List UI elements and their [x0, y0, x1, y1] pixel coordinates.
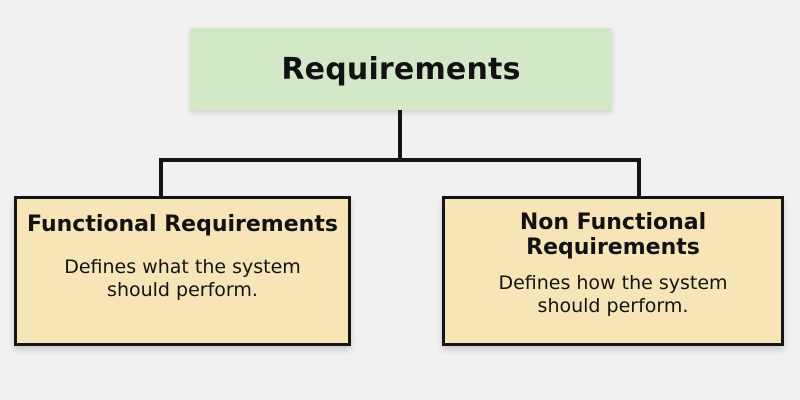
node-functional-requirements-title: Functional Requirements — [27, 212, 338, 237]
node-non-functional-requirements-description: Defines how the system should perform. — [498, 272, 728, 318]
connector-drop-functional — [159, 158, 163, 198]
node-non-functional-requirements[interactable]: Non Functional Requirements Defines how … — [442, 196, 784, 346]
node-functional-requirements-description: Defines what the system should perform. — [64, 255, 301, 301]
node-requirements-title: Requirements — [281, 51, 521, 87]
node-non-functional-requirements-title: Non Functional Requirements — [519, 210, 707, 260]
connector-drop-non-functional — [637, 158, 641, 198]
connector-horizontal-bus — [159, 158, 641, 162]
node-requirements[interactable]: Requirements — [190, 28, 612, 110]
connector-root-stem — [398, 110, 402, 162]
node-functional-requirements[interactable]: Functional Requirements Defines what the… — [14, 196, 351, 346]
